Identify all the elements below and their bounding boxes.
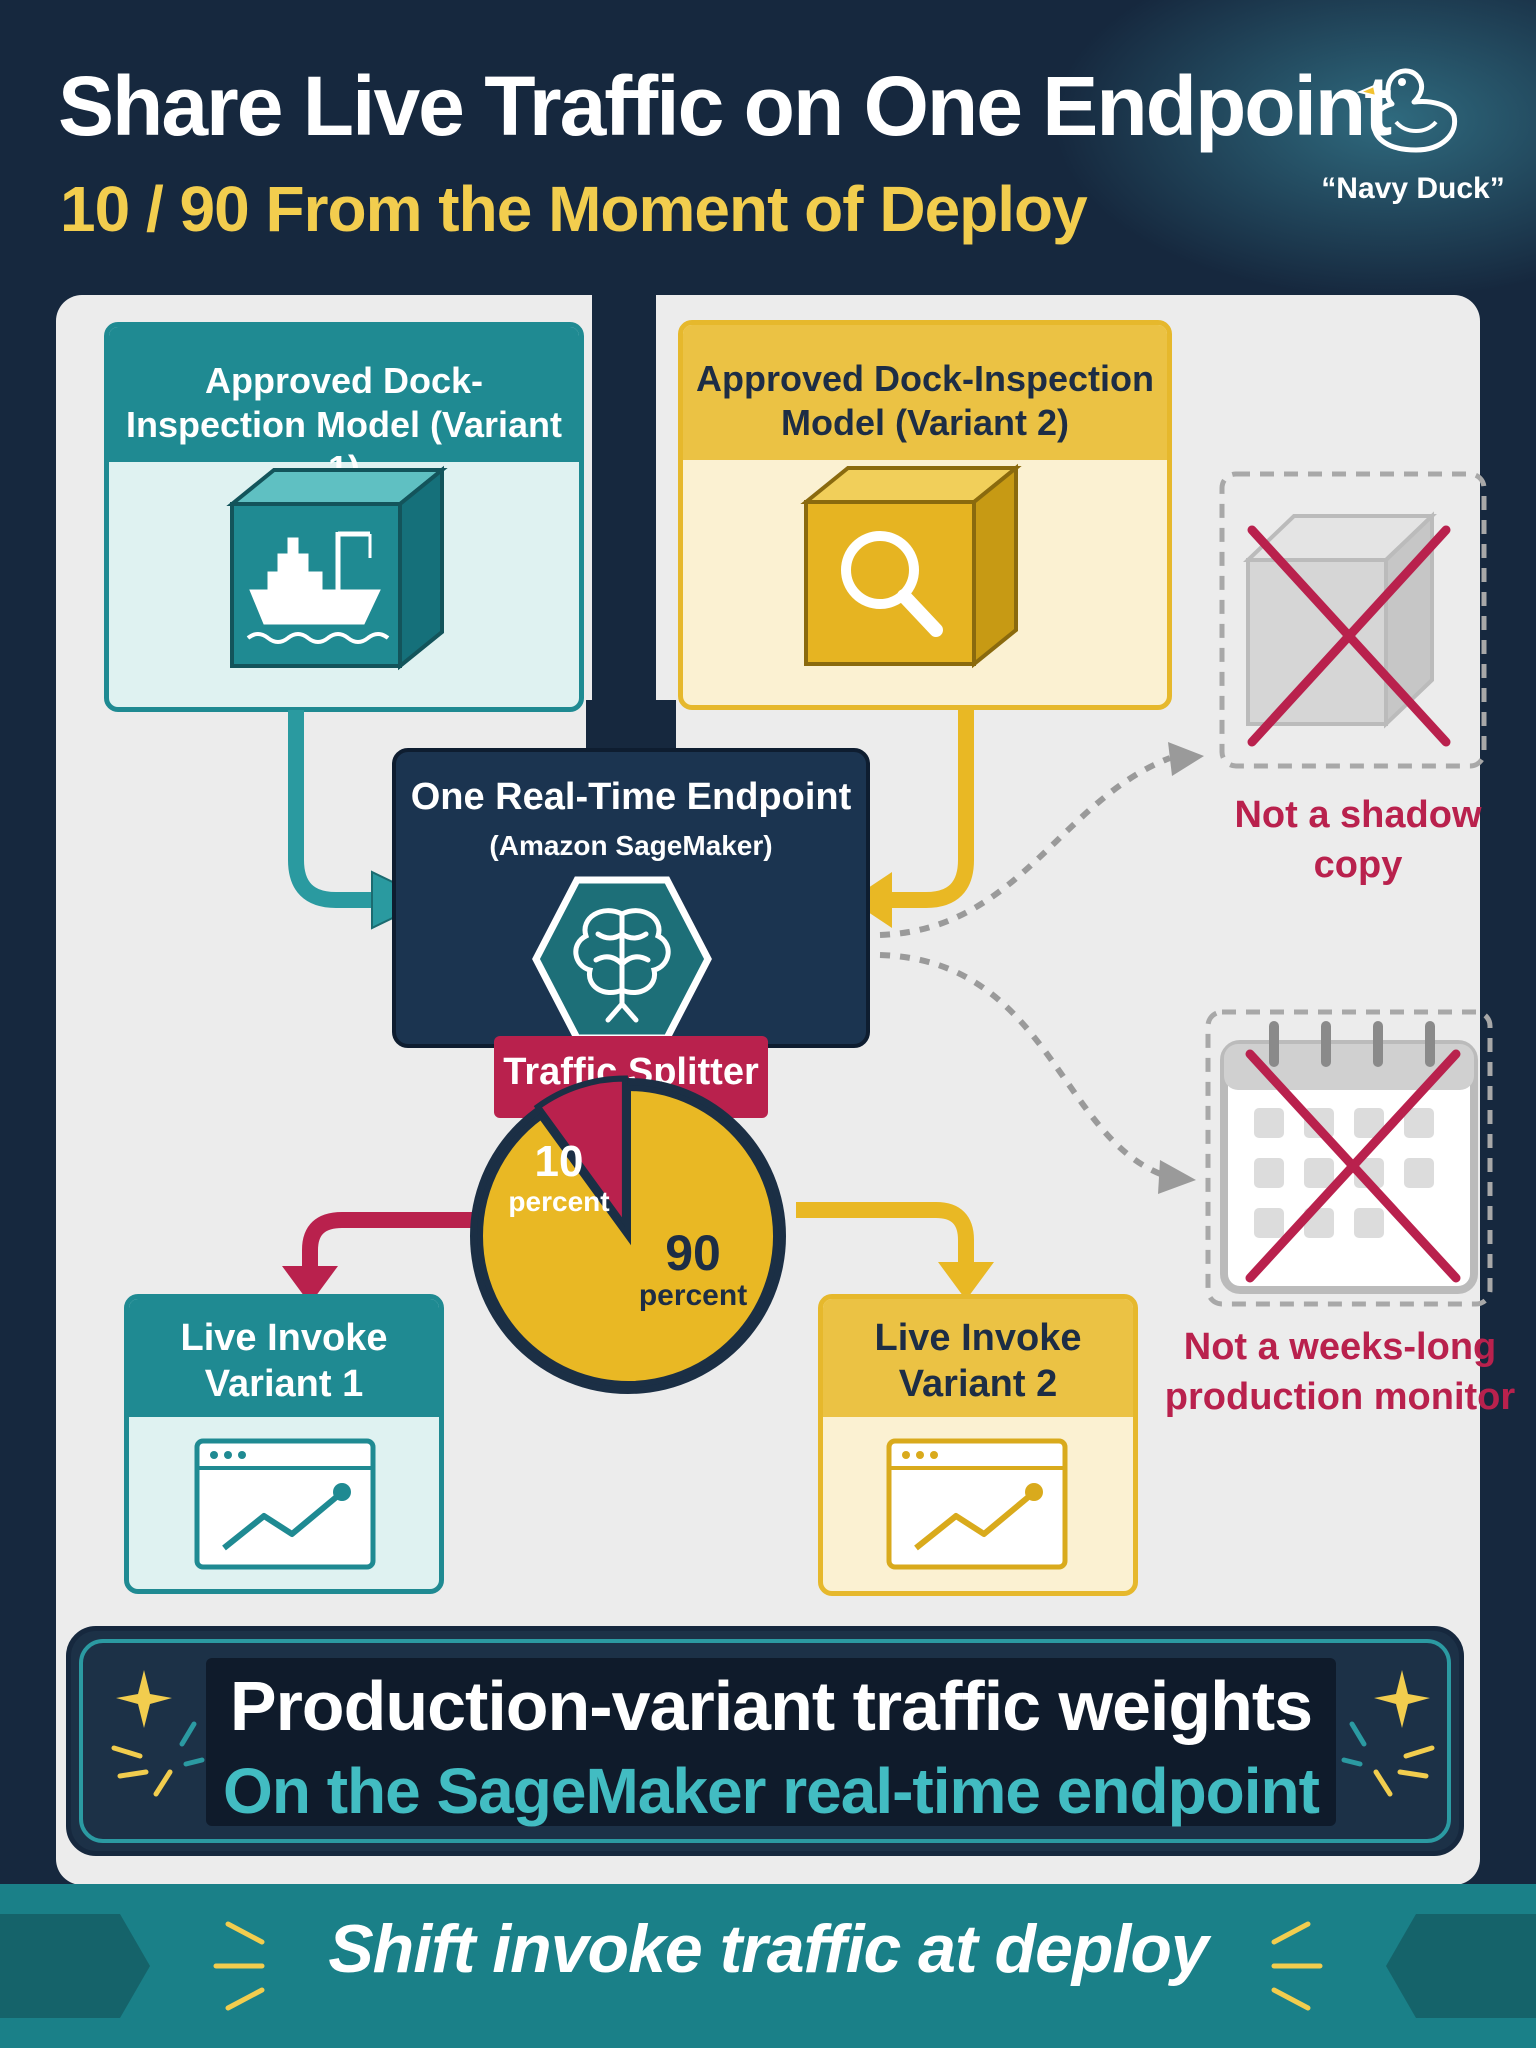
sparkle-right-icon	[1341, 1670, 1435, 1797]
sparkle-left-icon	[111, 1670, 205, 1797]
pie-slice-90-percent	[477, 1084, 779, 1387]
page-subtitle: 10 / 90 From the Moment of Deploy	[60, 173, 1088, 245]
navy-divider	[592, 295, 656, 755]
crossed-cube-icon	[1219, 471, 1487, 769]
slice-90-unit: percent	[638, 1279, 748, 1312]
invoke-label-variant-2: Live Invoke Variant 2	[823, 1299, 1133, 1417]
line-chart-window-icon	[194, 1438, 376, 1570]
magnifier-icon	[800, 463, 1022, 669]
model-label-variant-2: Approved Dock-Inspection Model (Variant …	[683, 325, 1167, 460]
page-title: Share Live Traffic on One Endpoint	[58, 59, 1392, 153]
slice-label-10: 10 percent	[496, 1138, 622, 1218]
endpoint-title: One Real-Time Endpoint	[410, 776, 852, 818]
banner-line-2: On the SageMaker real-time endpoint	[223, 1755, 1320, 1827]
invoke-label-variant-1: Live Invoke Variant 1	[129, 1299, 439, 1417]
slice-label-90: 90 percent	[628, 1226, 758, 1312]
ship-icon	[226, 465, 448, 671]
mascot-label: “Navy Duck”	[1321, 172, 1505, 205]
banner-border	[79, 1639, 1451, 1843]
footer-chevrons	[0, 1914, 1536, 2018]
traffic-split-pie	[470, 1075, 786, 1394]
slice-10-value: 10	[534, 1137, 584, 1186]
crossed-calendar-icon	[1205, 1009, 1493, 1307]
duck-icon	[1356, 68, 1458, 153]
not-weeks-long-monitor-label: Not a weeks-long production monitor	[1164, 1326, 1516, 1418]
banner-text-box	[206, 1658, 1336, 1826]
banner-line-1: Production-variant traffic weights	[229, 1667, 1313, 1745]
endpoint-subtitle: (Amazon SageMaker)	[489, 830, 773, 861]
footer-tagline: Shift invoke traffic at deploy	[328, 1911, 1208, 1987]
pie-slice-10-percent	[533, 1075, 628, 1236]
slice-90-value: 90	[665, 1225, 721, 1281]
model-label-variant-1: Approved Dock-Inspection Model (Variant …	[109, 327, 579, 489]
line-chart-window-icon	[886, 1438, 1068, 1570]
background-glow	[1050, 0, 1536, 300]
brain-network-icon	[532, 876, 712, 1042]
not-shadow-copy-label: Not a shadow copy	[1234, 794, 1482, 886]
slice-10-unit: percent	[508, 1186, 610, 1217]
